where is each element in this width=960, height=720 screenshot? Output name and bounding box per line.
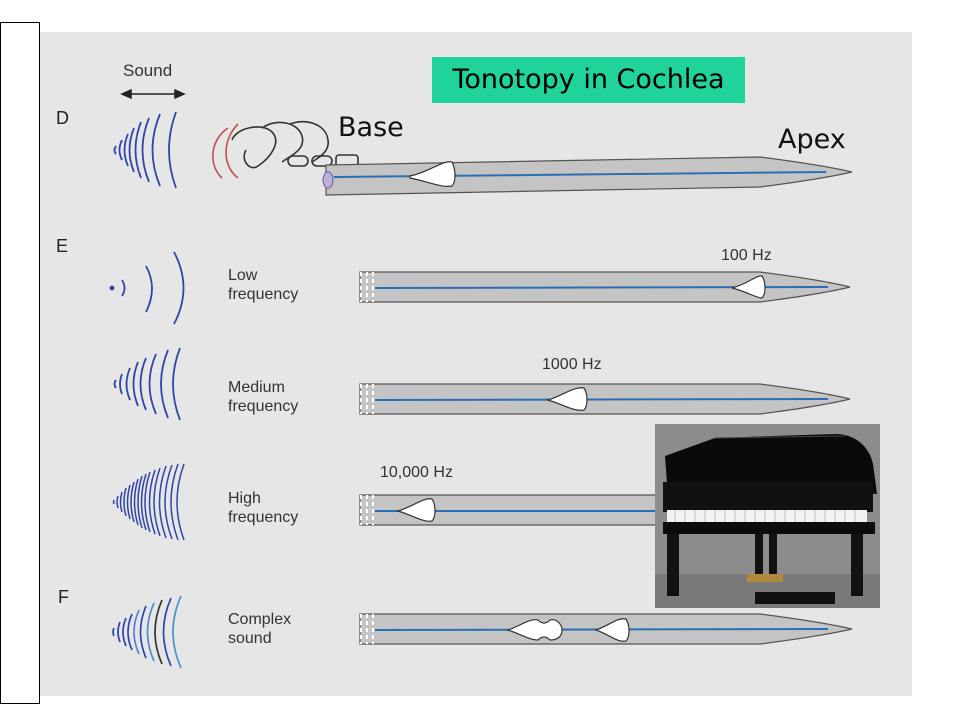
title-box: Tonotopy in Cochlea [432, 57, 745, 103]
freq-label-low: 100 Hz [721, 247, 772, 264]
row-label-complex: Complex sound [228, 610, 291, 648]
sound-waves-medium [113, 347, 181, 421]
cochlea-d [322, 156, 853, 196]
row-label-line2: frequency [228, 509, 299, 526]
row-label-low: Low frequency [228, 266, 298, 304]
piano-icon [655, 424, 880, 608]
middle-ear-ossicles [212, 120, 359, 179]
sound-waves-complex [112, 595, 182, 669]
piano-image [655, 424, 880, 608]
row-label-line1: High [228, 490, 261, 507]
row-label-line2: frequency [228, 398, 299, 415]
cochlea-low [359, 271, 851, 303]
row-label-medium: Medium frequency [228, 378, 298, 416]
row-label-line1: Low [228, 267, 258, 284]
row-label-line1: Complex [228, 611, 292, 628]
freq-label-high: 10,000 Hz [380, 464, 453, 481]
cochlea-medium [359, 383, 851, 415]
row-label-line1: Medium [228, 379, 285, 396]
sound-waves-d [113, 111, 177, 189]
row-label-line2: frequency [228, 286, 299, 303]
row-label-high: High frequency [228, 489, 298, 527]
panel-letter-f: F [58, 587, 69, 607]
sound-waves-high [112, 463, 185, 541]
sound-waves-low [109, 251, 185, 325]
cochlea-high [359, 494, 661, 526]
apex-label: Apex [778, 124, 846, 155]
freq-label-medium: 1000 Hz [542, 356, 602, 373]
left-frame-bar [0, 22, 40, 704]
row-label-line2: sound [228, 630, 272, 647]
panel-letter-d: D [56, 108, 69, 128]
sound-direction-arrow [120, 88, 186, 100]
cochlea-complex [359, 613, 853, 645]
sound-label: Sound [123, 61, 173, 80]
panel-letter-e: E [56, 236, 69, 256]
base-label: Base [338, 112, 404, 143]
